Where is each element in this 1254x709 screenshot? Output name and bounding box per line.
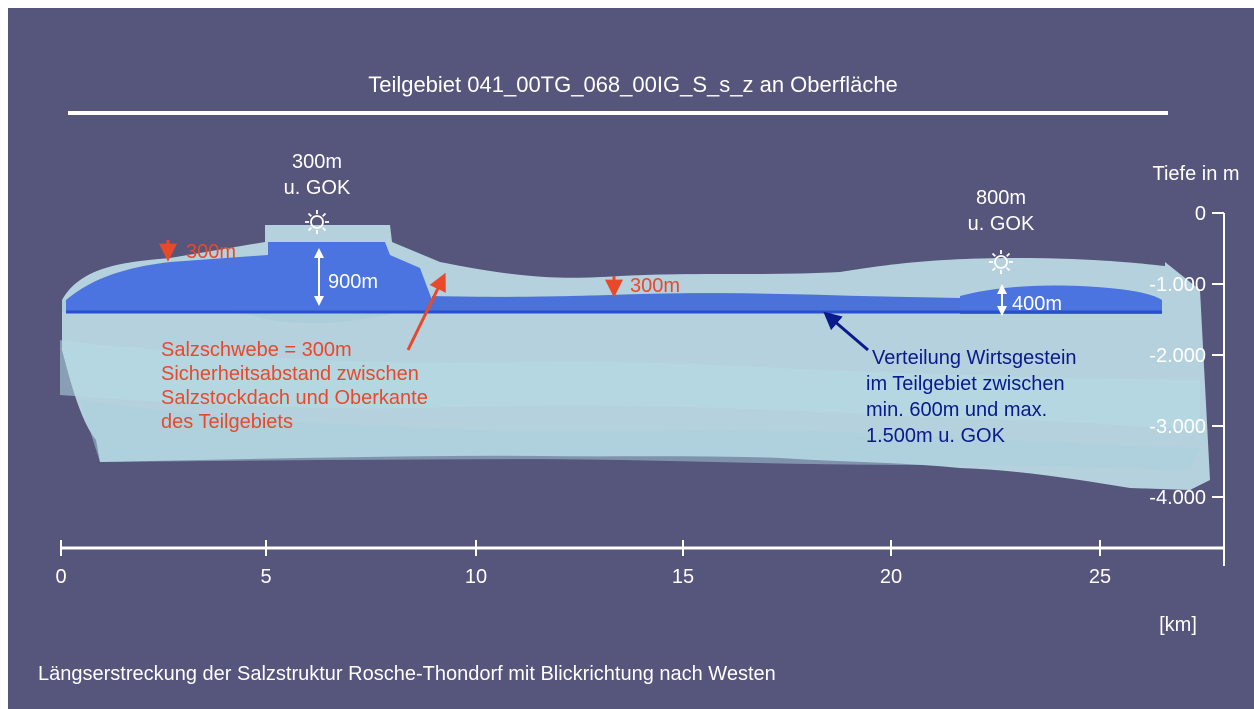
- left-marker-depth: 300m: [292, 151, 342, 173]
- host-rock-right: [960, 285, 1162, 314]
- measure-400-label: 400m: [1012, 293, 1062, 315]
- measure-900-label: 900m: [328, 271, 378, 293]
- depth-tick-label: -1.000: [1149, 274, 1206, 296]
- host-rock-left: [66, 242, 432, 312]
- distance-tick-label: 25: [1089, 566, 1111, 588]
- depth-tick-label: -2.000: [1149, 345, 1206, 367]
- right-depth-marker: 800m u. GOK: [968, 187, 1035, 274]
- left-marker-gok: u. GOK: [284, 177, 351, 199]
- blue-note-line-1: Verteilung Wirtsgestein: [872, 347, 1077, 369]
- host-rock-layer: [66, 242, 1162, 314]
- blue-note: Verteilung Wirtsgestein im Teilgebiet zw…: [866, 347, 1077, 447]
- red-note-arrow: [406, 272, 446, 351]
- salt-layer-lower: [80, 400, 1200, 470]
- distance-axis-unit: [km]: [1159, 614, 1197, 636]
- distance-tick-label: 15: [672, 566, 694, 588]
- depth-tick-label: -3.000: [1149, 416, 1206, 438]
- depth-axis-label: Tiefe in m: [1152, 163, 1239, 185]
- blue-note-line-4: 1.500m u. GOK: [866, 425, 1006, 447]
- red-300-mid-label: 300m: [630, 275, 680, 297]
- red-note-line-1: Salzschwebe = 300m: [161, 339, 352, 361]
- depth-tick-label: 0: [1195, 203, 1206, 225]
- red-300-left-label: 300m: [186, 241, 236, 263]
- distance-tick-label: 20: [880, 566, 902, 588]
- blue-note-arrow: [823, 311, 869, 352]
- distance-tick-label: 0: [55, 566, 66, 588]
- depth-axis: Tiefe in m 0 -1.000 -2.000 -3.000 -4.000: [1149, 163, 1240, 566]
- red-note-line-3: Salzstockdach und Oberkante: [161, 387, 428, 409]
- blue-note-line-2: im Teilgebiet zwischen: [866, 373, 1065, 395]
- depth-tick-label: -4.000: [1149, 487, 1206, 509]
- distance-tick-label: 5: [260, 566, 271, 588]
- red-note: Salzschwebe = 300m Sicherheitsabstand zw…: [161, 339, 428, 433]
- left-depth-marker: 300m u. GOK: [284, 151, 351, 234]
- blue-note-line-3: min. 600m und max.: [866, 399, 1047, 421]
- diagram-caption: Längserstreckung der Salzstruktur Rosche…: [38, 663, 776, 685]
- host-rock-center: [432, 293, 960, 312]
- distance-axis: 0 5 10 15 20 25 [km]: [55, 540, 1224, 636]
- right-marker-gok: u. GOK: [968, 213, 1035, 235]
- red-note-line-2: Sicherheitsabstand zwischen: [161, 363, 419, 385]
- sun-icon: [305, 210, 329, 234]
- sun-icon: [989, 250, 1013, 274]
- right-marker-depth: 800m: [976, 187, 1026, 209]
- distance-tick-label: 10: [465, 566, 487, 588]
- salt-layer-mid: [60, 340, 1200, 430]
- diagram-title: Teilgebiet 041_00TG_068_00IG_S_s_z an Ob…: [368, 72, 898, 97]
- red-note-line-4: des Teilgebiets: [161, 411, 293, 433]
